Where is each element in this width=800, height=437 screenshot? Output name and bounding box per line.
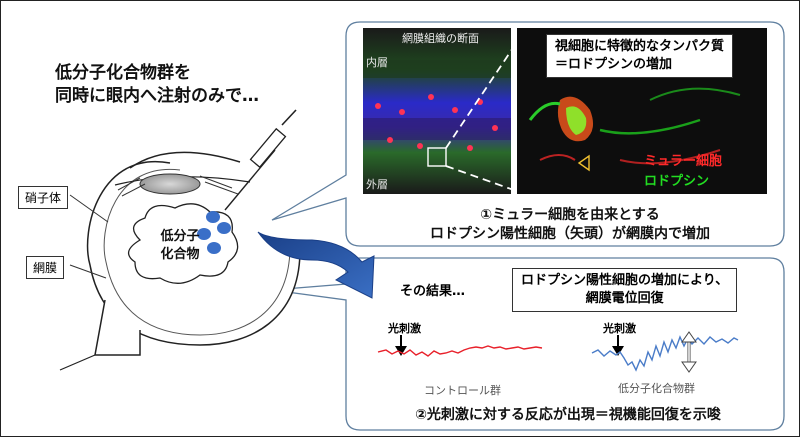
compound-cloud <box>128 203 239 284</box>
bottom-caption: ②光刺激に対する反応が出現＝視機能回復を示唆 <box>415 407 721 423</box>
stimulus-label-left: 光刺激 <box>388 322 421 335</box>
compound-label: 低分子 化合物 <box>160 229 200 262</box>
headline: 低分子化合物群を 同時に眼内へ注射のみで… <box>55 62 259 108</box>
curved-arrow <box>257 231 375 299</box>
erg-traces <box>377 331 739 373</box>
legend-muller: ミュラー細胞 <box>644 154 723 169</box>
headline-line2: 同時に眼内へ注射のみで… <box>55 86 259 106</box>
headline-line1: 低分子化合物群を <box>55 63 191 83</box>
result-callout: ロドプシン陽性細胞の増加により、 網膜電位回復 <box>512 268 738 312</box>
top-caption: ①ミュラー細胞を由来とする ロドプシン陽性細胞（矢頭）が網膜内で増加 <box>430 207 710 242</box>
micrograph-title: 網膜組織の断面 <box>402 32 479 45</box>
control-label: コントロール群 <box>424 384 501 397</box>
stimulus-label-right: 光刺激 <box>603 322 636 335</box>
treated-trace <box>591 335 739 372</box>
control-trace <box>377 345 543 357</box>
retina-label: 網膜 <box>26 256 65 279</box>
legend-rhodopsin: ロドプシン <box>644 174 710 189</box>
outer-layer-label: 外層 <box>366 178 388 191</box>
vitreous-label: 硝子体 <box>18 186 69 209</box>
inner-layer-label: 内層 <box>366 56 388 69</box>
treated-label: 低分子化合物群 <box>618 382 695 395</box>
micrograph-cross-section <box>363 28 511 194</box>
zoom-callout: 視細胞に特徴的なタンパク質 ＝ロドプシンの増加 <box>546 34 734 78</box>
result-label: その結果… <box>400 284 466 299</box>
